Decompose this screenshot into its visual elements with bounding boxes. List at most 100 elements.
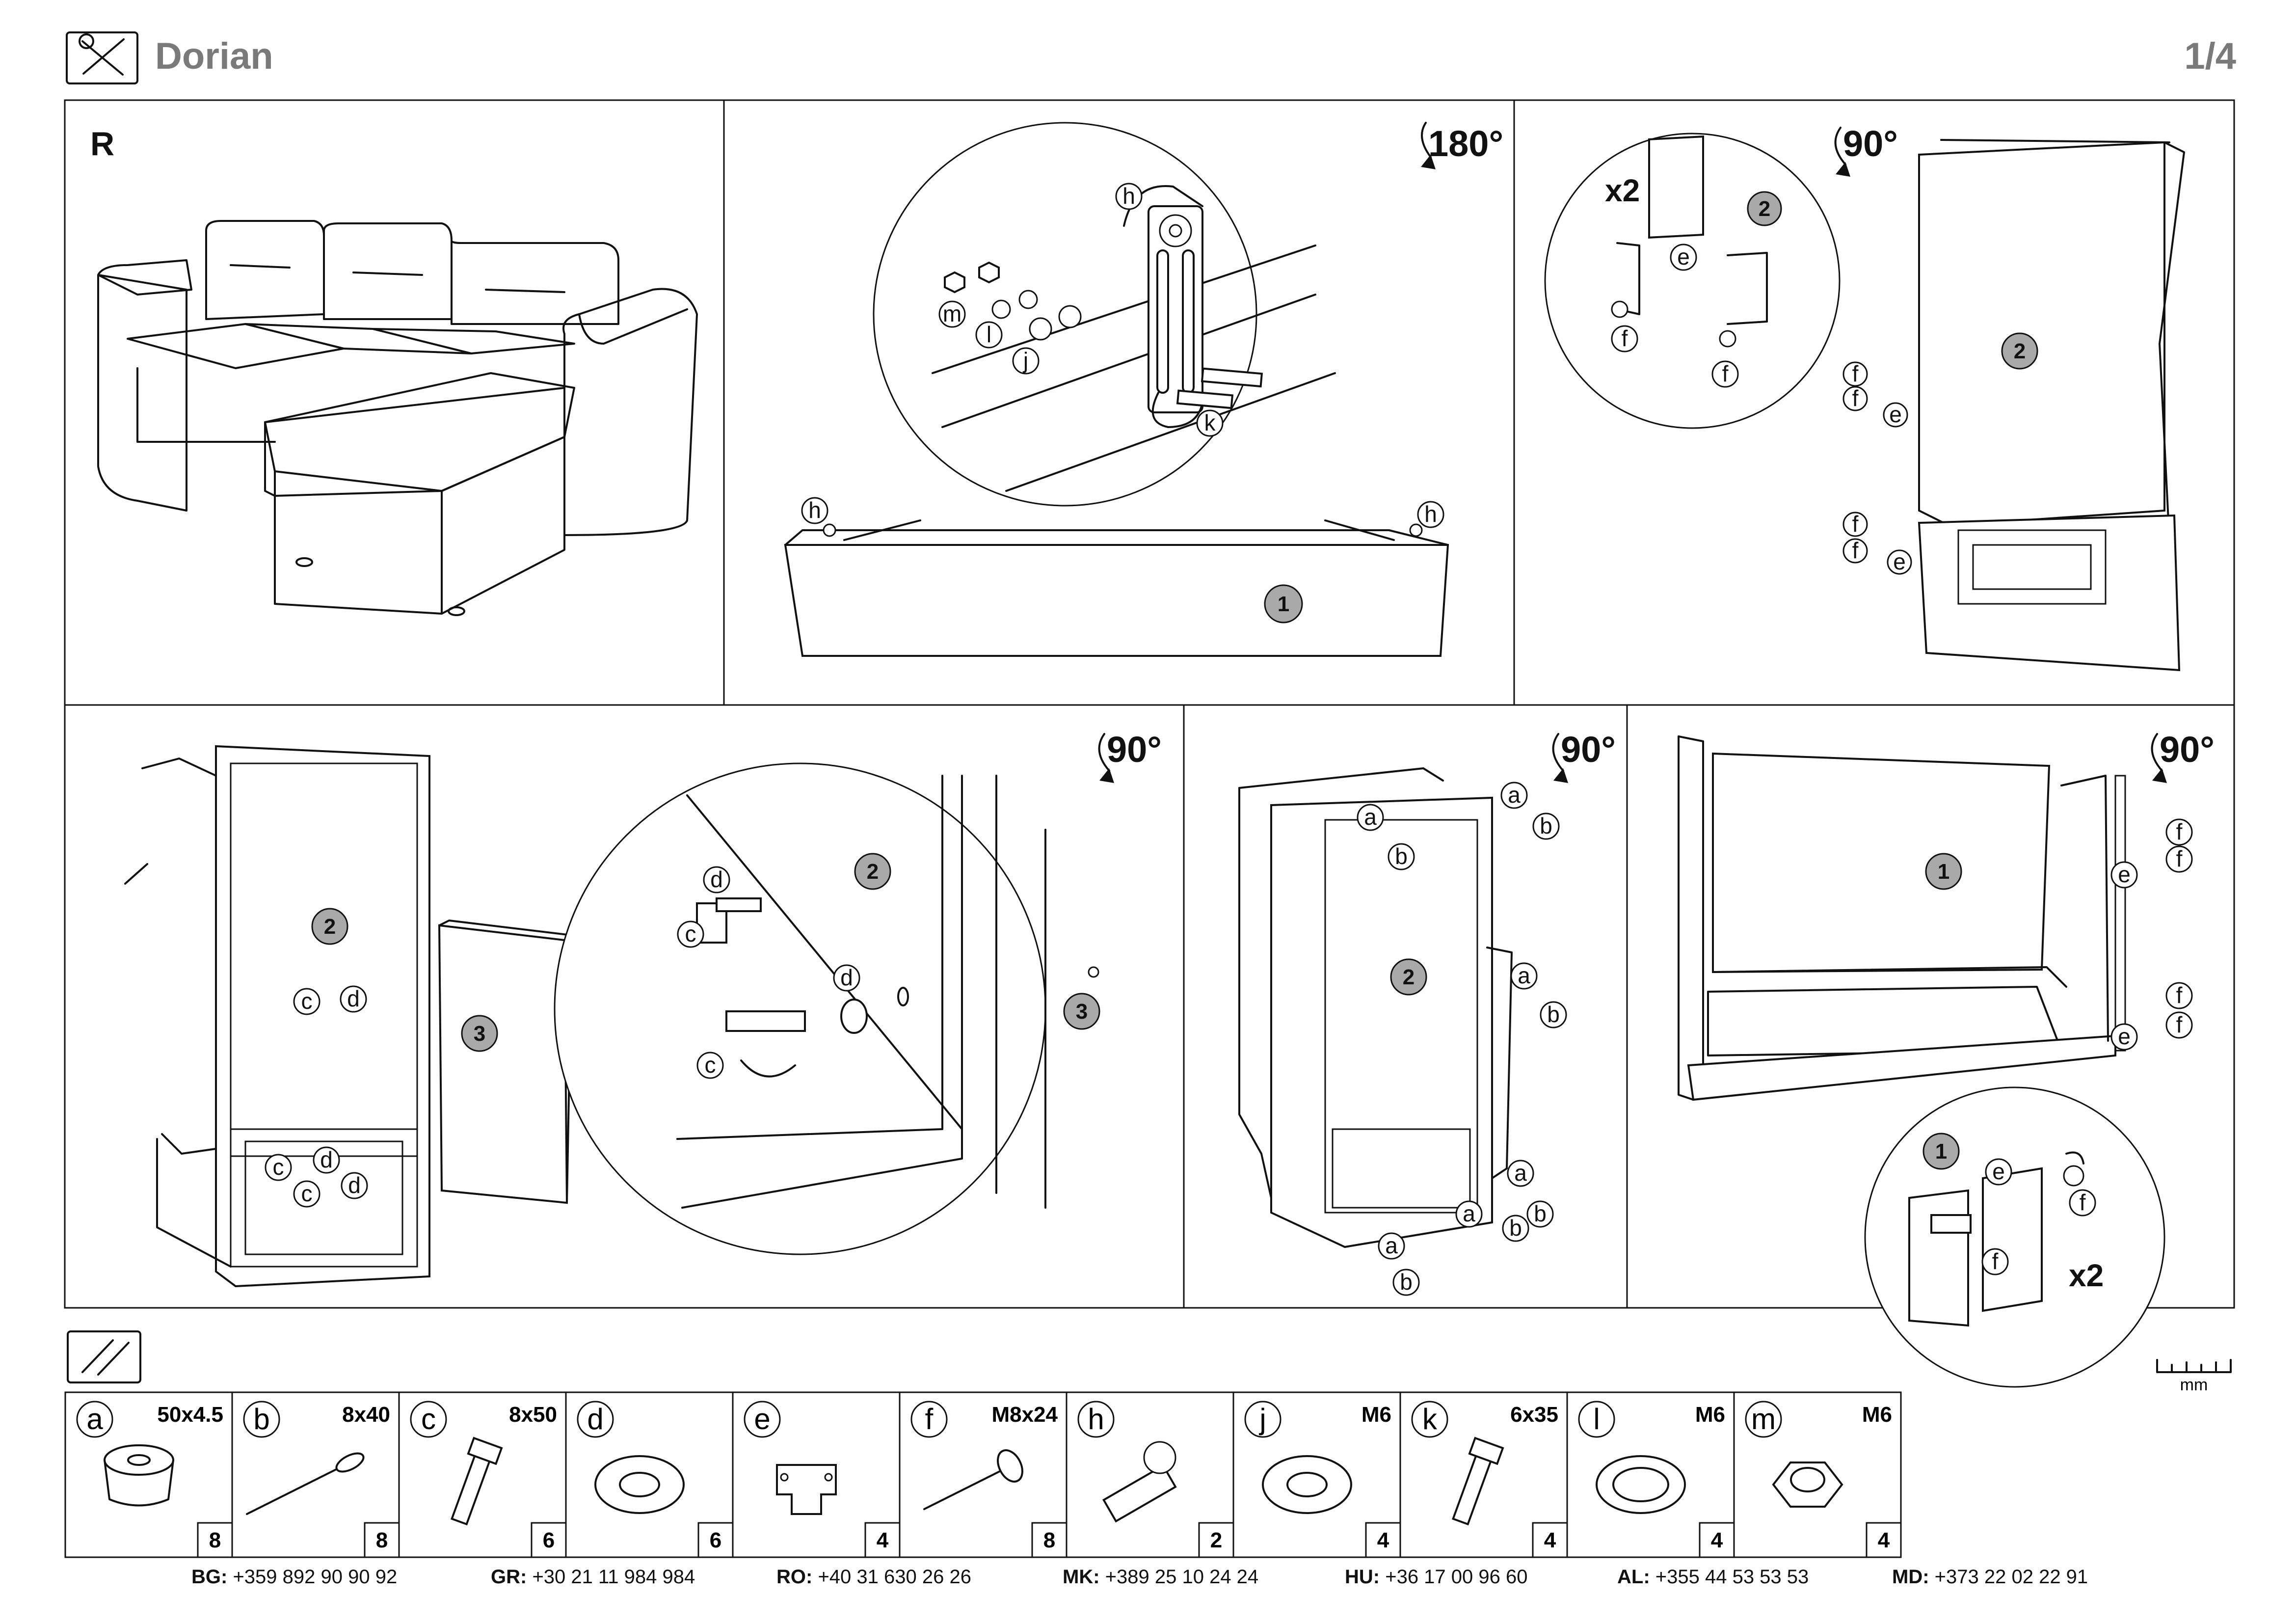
spring-washer-icon: [1596, 1455, 1686, 1514]
cabinet-side-panel-2: 2: [124, 745, 430, 1288]
rotate-90-icon: 90°: [1098, 729, 1162, 783]
svg-text:e: e: [1889, 402, 1902, 427]
svg-text:90°: 90°: [1107, 729, 1162, 770]
hardware-cell: d6: [565, 1391, 734, 1558]
svg-text:d: d: [348, 1172, 361, 1198]
hardware-letter: l: [1593, 1403, 1600, 1435]
svg-text:f: f: [1852, 385, 1859, 411]
hardware-quantity: 8: [209, 1528, 221, 1552]
hardware-letter-badge: [1578, 1401, 1615, 1438]
svg-text:f: f: [1852, 511, 1859, 537]
svg-text:2: 2: [2014, 339, 2026, 363]
callouts: a b a b a b a b a b a b: [1357, 782, 1567, 1296]
hardware-quantity: 8: [1043, 1528, 1055, 1552]
hardware-letter: d: [587, 1403, 603, 1435]
hardware-size: M6: [1862, 1403, 1892, 1427]
hardware-letter-badge: [1244, 1401, 1281, 1438]
svg-text:2: 2: [1403, 965, 1415, 989]
detail-circle: [873, 122, 1336, 507]
scale-unit: mm: [2180, 1376, 2208, 1394]
svg-text:j: j: [1022, 348, 1028, 373]
plastic-foot-icon: [104, 1444, 174, 1507]
variant-label: R: [90, 125, 114, 162]
hardware-letter: b: [253, 1403, 269, 1435]
panel-3: 3: [438, 920, 573, 1204]
svg-text:c: c: [301, 988, 313, 1014]
tools-icon: [66, 31, 138, 84]
svg-text:f: f: [1852, 538, 1859, 563]
hardware-cell: e4: [732, 1391, 901, 1558]
svg-text:b: b: [1534, 1201, 1547, 1226]
panel-number-badge: [1264, 584, 1303, 623]
svg-text:f: f: [1722, 361, 1729, 386]
hardware-letter-badge: [577, 1401, 614, 1438]
sofa-illustration: [97, 220, 698, 616]
hardware-letter: h: [1088, 1403, 1104, 1435]
hex-nut-icon: [1772, 1462, 1843, 1508]
hardware-quantity: 4: [1878, 1528, 1890, 1552]
svg-text:90°: 90°: [2160, 729, 2215, 770]
step-4: 90° 2 3: [124, 729, 1162, 1288]
svg-text:f: f: [1622, 325, 1628, 351]
contact-country: GR:: [491, 1566, 527, 1588]
svg-text:1: 1: [1938, 860, 1949, 884]
svg-text:f: f: [2176, 982, 2183, 1008]
callouts: c d c d c d d c d c: [265, 866, 860, 1208]
contact-country: HU:: [1345, 1566, 1380, 1588]
contact-country: BG:: [191, 1566, 228, 1588]
hardware-letter-badge: [910, 1401, 948, 1438]
contact-number: +30 21 11 984 984: [527, 1566, 695, 1588]
hardware-letter: f: [925, 1403, 934, 1435]
svg-text:e: e: [1893, 549, 1906, 574]
hardware-letter: e: [754, 1403, 770, 1435]
hardware-letter-badge: [1411, 1401, 1448, 1438]
svg-text:2: 2: [867, 860, 879, 884]
svg-text:c: c: [273, 1154, 284, 1180]
hardware-letter-badge: [1077, 1401, 1115, 1438]
svg-text:d: d: [347, 986, 360, 1011]
panel-1-drawing: [784, 519, 1449, 657]
svg-text:3: 3: [1076, 1000, 1088, 1024]
svg-text:2: 2: [324, 915, 336, 939]
svg-text:h: h: [1122, 183, 1135, 209]
hardware-quantity: 4: [1711, 1528, 1723, 1552]
hardware-letter-badge: [243, 1401, 280, 1438]
hardware-size: M8x24: [991, 1403, 1058, 1427]
contact-country: RO:: [776, 1566, 813, 1588]
hardware-quantity: 2: [1210, 1528, 1222, 1552]
svg-text:90°: 90°: [1843, 123, 1898, 164]
hardware-size: M6: [1362, 1403, 1391, 1427]
measurement-scale: mm: [2156, 1359, 2232, 1394]
hardware-quantity: 6: [543, 1528, 555, 1552]
contact-phone: MK: +389 25 10 24 24: [1063, 1566, 1258, 1588]
hardware-cell: h2: [1066, 1391, 1234, 1558]
contact-phone: RO: +40 31 630 26 26: [776, 1566, 971, 1588]
hex-bolt-icon: [1452, 1436, 1504, 1526]
hardware-quantity: 6: [710, 1528, 721, 1552]
page-number: 1/4: [2184, 35, 2236, 77]
svg-text:d: d: [710, 866, 723, 892]
svg-text:f: f: [1992, 1248, 1999, 1274]
contact-phone: HU: +36 17 00 96 60: [1345, 1566, 1527, 1588]
contact-phone: GR: +30 21 11 984 984: [491, 1566, 695, 1588]
contact-number: +355 44 53 53 53: [1650, 1566, 1809, 1588]
svg-text:h: h: [1424, 501, 1437, 527]
svg-text:e: e: [1992, 1159, 2005, 1184]
svg-text:c: c: [301, 1181, 313, 1206]
hardware-size: M6: [1695, 1403, 1725, 1427]
rotate-90-icon: 90°: [1552, 729, 1616, 783]
svg-text:k: k: [1204, 410, 1216, 435]
step-1-sofa: R: [90, 125, 698, 616]
hardware-letter-badge: [410, 1401, 447, 1438]
countersunk-screw-icon: [923, 1449, 1023, 1510]
contact-phone: AL: +355 44 53 53 53: [1617, 1566, 1809, 1588]
svg-text:b: b: [1547, 1001, 1560, 1027]
hardware-letter: a: [86, 1403, 103, 1435]
hardware-cell: f M8x24 8: [899, 1391, 1068, 1558]
svg-text:e: e: [2118, 1024, 2131, 1049]
rotate-90-icon: 90°: [2151, 729, 2215, 783]
callouts: h h h m l j k: [801, 183, 1444, 528]
hardware-cell: l M6 4: [1566, 1391, 1735, 1558]
svg-text:m: m: [943, 301, 961, 326]
